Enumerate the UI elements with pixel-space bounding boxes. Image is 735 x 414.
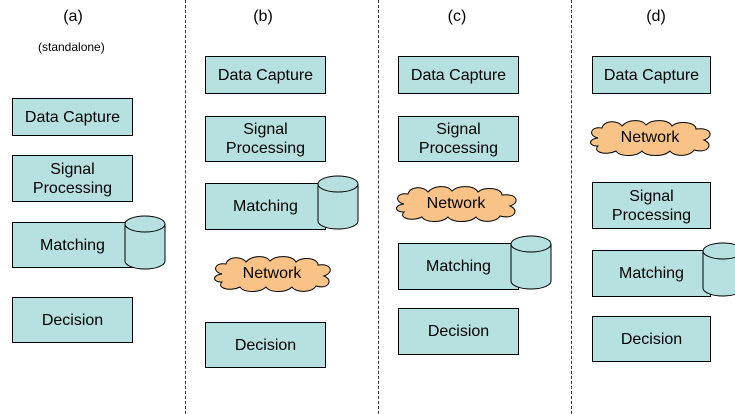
matching-block: Matching bbox=[592, 250, 711, 297]
signal-processing-block: Signal Processing bbox=[12, 155, 133, 202]
network-cloud-icon bbox=[396, 186, 517, 222]
data-capture-block: Data Capture bbox=[398, 56, 519, 94]
database-cylinder-icon bbox=[317, 175, 359, 230]
network-label: Network bbox=[426, 195, 486, 212]
data-capture-block: Data Capture bbox=[12, 98, 133, 136]
data-capture-block: Data Capture bbox=[592, 56, 711, 94]
network-label: Network bbox=[620, 129, 680, 146]
data-capture-block: Data Capture bbox=[205, 56, 326, 94]
column-d-label: (d) bbox=[646, 8, 666, 25]
column-a-label: (a) bbox=[63, 8, 83, 25]
column-divider bbox=[378, 0, 379, 414]
network-cloud-icon bbox=[590, 120, 711, 156]
column-b-label: (b) bbox=[253, 8, 273, 25]
signal-processing-block: Signal Processing bbox=[205, 116, 326, 162]
matching-block: Matching bbox=[205, 183, 326, 230]
matching-block: Matching bbox=[398, 243, 519, 290]
decision-block: Decision bbox=[12, 297, 133, 343]
decision-block: Decision bbox=[398, 308, 519, 355]
column-c-label: (c) bbox=[447, 8, 467, 25]
database-cylinder-icon bbox=[124, 215, 166, 270]
database-cylinder-icon bbox=[702, 242, 735, 297]
signal-processing-block: Signal Processing bbox=[592, 182, 711, 229]
network-label: Network bbox=[242, 265, 302, 282]
signal-processing-block: Signal Processing bbox=[398, 116, 519, 162]
database-cylinder-icon bbox=[510, 235, 552, 290]
decision-block: Decision bbox=[592, 316, 711, 362]
network-cloud-icon bbox=[214, 256, 331, 292]
column-divider bbox=[185, 0, 186, 414]
column-a-subtitle: (standalone) bbox=[38, 40, 105, 54]
column-divider bbox=[571, 0, 572, 414]
decision-block: Decision bbox=[205, 322, 326, 368]
matching-block: Matching bbox=[12, 222, 133, 268]
